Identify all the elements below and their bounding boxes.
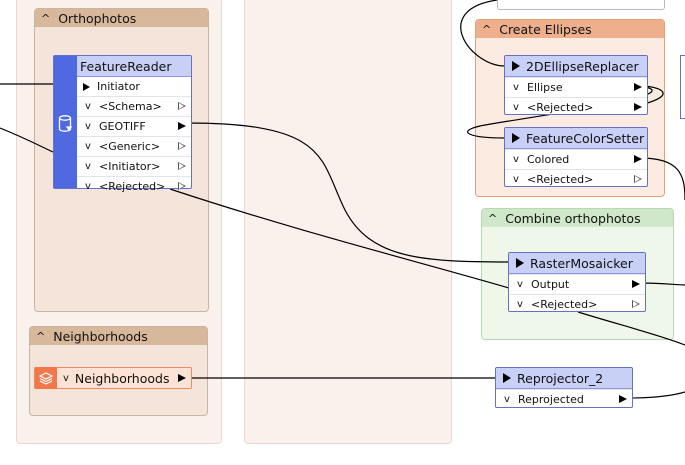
- output-port-rejected[interactable]: v<Rejected>: [509, 294, 645, 314]
- output-port-arrow-icon[interactable]: [178, 182, 186, 190]
- transformer-title: Reprojector_2: [496, 368, 632, 389]
- chevron-down-icon: v: [504, 394, 510, 405]
- output-port-arrow-icon[interactable]: [632, 280, 640, 288]
- output-port-arrow-icon[interactable]: [178, 102, 186, 110]
- bookmark-title: Orthophotos: [58, 10, 137, 26]
- input-port-arrow-icon[interactable]: [503, 373, 511, 383]
- output-port-schema[interactable]: v<Schema>: [77, 96, 191, 116]
- transformer-title: RasterMosaicker: [509, 253, 645, 274]
- output-port-rejected[interactable]: v<Rejected>: [77, 176, 191, 196]
- offscreen-box-top: [497, 0, 665, 10]
- link-geotiff-to-rastermosaicker: [186, 122, 510, 263]
- collapse-caret-icon[interactable]: ^: [41, 11, 51, 25]
- link-rejected-out: [577, 311, 685, 346]
- layers-icon: [35, 367, 57, 389]
- chevron-down-icon: v: [513, 154, 519, 165]
- output-port-arrow-icon[interactable]: [634, 175, 642, 183]
- collapse-caret-icon[interactable]: ^: [488, 211, 498, 225]
- transformer-title: 2DEllipseReplacer: [505, 56, 647, 77]
- bookmark-title: Create Ellipses: [499, 21, 592, 37]
- chevron-down-icon: v: [517, 279, 523, 290]
- chevron-down-icon: v: [517, 299, 523, 310]
- collapse-caret-icon[interactable]: ^: [482, 22, 492, 36]
- link-reprojected-out: [627, 391, 685, 399]
- output-port-rejected[interactable]: v<Rejected>: [505, 169, 647, 189]
- reader-neighborhoods[interactable]: v Neighborhoods: [34, 367, 192, 389]
- reader-label: Neighborhoods: [74, 370, 170, 386]
- chevron-down-icon: v: [513, 174, 519, 185]
- output-port-arrow-icon[interactable]: [178, 374, 186, 382]
- chevron-down-icon: v: [85, 101, 91, 112]
- reader-accent: [54, 56, 77, 188]
- input-port-arrow-icon: [83, 82, 90, 91]
- output-port-arrow-icon[interactable]: [619, 395, 627, 403]
- canvas-column-middle: [244, 0, 452, 444]
- output-port-arrow-icon[interactable]: [632, 300, 640, 308]
- chevron-down-icon: v: [85, 121, 91, 132]
- database-icon: [58, 115, 73, 132]
- transformer-title: FeatureReader: [77, 56, 191, 77]
- link-rejected-to-rastermosaicker: [169, 188, 510, 289]
- input-port-arrow-icon[interactable]: [512, 61, 520, 71]
- chevron-down-icon: v: [513, 82, 519, 93]
- chevron-down-icon: v: [63, 372, 69, 384]
- link-offscreen-to-featurereader: [0, 127, 54, 153]
- bookmark-title: Neighborhoods: [53, 328, 148, 344]
- chevron-down-icon: v: [85, 161, 91, 172]
- bookmark-title: Combine orthophotos: [505, 210, 641, 226]
- input-port-initiator[interactable]: Initiator: [77, 77, 191, 96]
- output-port-generic[interactable]: v<Generic>: [77, 136, 191, 156]
- chevron-down-icon: v: [513, 102, 519, 113]
- link-top-to-ellipsereplacer: [460, 0, 506, 67]
- output-port-arrow-icon[interactable]: [178, 142, 186, 150]
- output-port-arrow-icon[interactable]: [634, 103, 642, 111]
- collapse-caret-icon[interactable]: ^: [36, 329, 46, 343]
- output-port-arrow-icon[interactable]: [634, 83, 642, 91]
- input-port-arrow-icon[interactable]: [512, 133, 520, 143]
- input-port-arrow-icon[interactable]: [516, 258, 524, 268]
- chevron-down-icon: v: [85, 141, 91, 152]
- chevron-down-icon: v: [85, 181, 91, 192]
- output-port-initiator[interactable]: v<Initiator>: [77, 156, 191, 176]
- transformer-title: FeatureColorSetter: [505, 128, 647, 149]
- output-port-arrow-icon[interactable]: [178, 162, 186, 170]
- output-port-arrow-icon[interactable]: [634, 155, 642, 163]
- offscreen-transformer-edge: [680, 55, 685, 119]
- link-output-out: [639, 282, 685, 286]
- output-port-rejected[interactable]: v<Rejected>: [505, 97, 647, 117]
- output-port-arrow-icon[interactable]: [178, 122, 186, 130]
